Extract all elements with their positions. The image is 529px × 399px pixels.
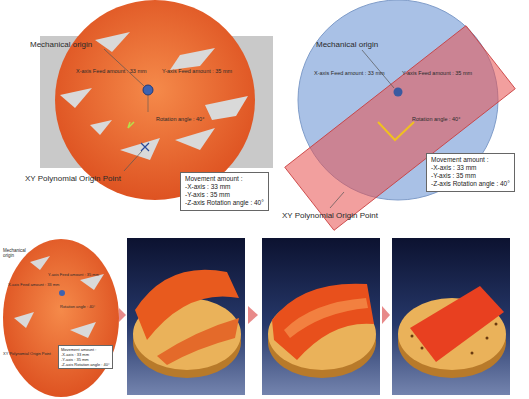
box-line: -Z-axis Rotation angle : 40° bbox=[61, 362, 110, 367]
grey-patch bbox=[90, 120, 112, 135]
red-rectangle bbox=[285, 26, 515, 231]
leader-line bbox=[104, 49, 144, 86]
annotation-label: XY Polynomial Origin Point bbox=[25, 174, 121, 183]
annotation-label: X-axis Feed amount : 33 mm bbox=[314, 70, 385, 76]
annotation-label: XY Polynomial Origin Point bbox=[3, 352, 51, 357]
movement-box: Movement amount :-X-axis : 33 mm-Y-axis … bbox=[426, 153, 515, 192]
photo-background bbox=[262, 238, 380, 395]
hole bbox=[486, 337, 489, 340]
grey-patch bbox=[175, 128, 215, 150]
box-line: -X-axis : 33 mm bbox=[185, 183, 264, 191]
hole bbox=[421, 347, 424, 350]
box-heading: Movement amount : bbox=[61, 347, 110, 352]
annotation-label: Mechanical origin bbox=[30, 40, 92, 49]
annotation-label: X-axis Feed amount : 33 mm bbox=[8, 283, 59, 288]
box-line: -Y-axis : 35 mm bbox=[431, 172, 510, 180]
step-arrow bbox=[119, 308, 126, 322]
photo-background bbox=[127, 238, 245, 395]
annotation-label: Y-axis Feed amount : 35 mm bbox=[48, 273, 99, 278]
grey-patch bbox=[205, 96, 248, 120]
hole bbox=[411, 335, 414, 338]
photo bbox=[262, 238, 380, 395]
photo-background bbox=[392, 238, 510, 395]
sheet-highlight bbox=[284, 298, 368, 338]
box-line: -X-axis : 33 mm bbox=[431, 164, 510, 172]
sheet bbox=[157, 318, 239, 365]
hole bbox=[471, 352, 474, 355]
annotation-label: Mechanical origin bbox=[3, 248, 27, 258]
box-heading: Movement amount : bbox=[185, 175, 264, 183]
leader-line bbox=[330, 192, 344, 208]
box-line: -Z-axis Rotation angle : 40° bbox=[185, 199, 264, 207]
grey-patch bbox=[170, 48, 215, 70]
photo bbox=[127, 238, 245, 395]
annotation-label: Rotation angle : 40° bbox=[156, 116, 204, 122]
axis-mark bbox=[128, 122, 134, 128]
origin-dot bbox=[143, 85, 153, 95]
grey-patch bbox=[70, 322, 96, 338]
leader-line bbox=[362, 50, 394, 88]
box-line: -Y-axis : 35 mm bbox=[185, 191, 264, 199]
leader-line bbox=[124, 151, 142, 171]
grey-patch bbox=[95, 32, 130, 52]
annotation-label: Mechanical origin bbox=[316, 40, 378, 49]
small-scan bbox=[3, 239, 119, 397]
annotation-label: Y-axis Feed amount : 35 mm bbox=[162, 68, 232, 74]
angle-bracket bbox=[378, 122, 414, 140]
workpiece-scan bbox=[40, 0, 273, 200]
grey-patch bbox=[14, 312, 34, 328]
schematic bbox=[285, 0, 515, 230]
annotation-label: Y-axis Feed amount : 35 mm bbox=[402, 70, 472, 76]
xy-origin-mark bbox=[141, 143, 149, 151]
box-line: -Z-axis Rotation angle : 40° bbox=[431, 180, 510, 188]
origin-dot bbox=[394, 88, 403, 97]
annotation-label: XY Polynomial Origin Point bbox=[282, 211, 378, 220]
annotation-label: X-axis Feed amount : 33 mm bbox=[76, 68, 147, 74]
orange-disc bbox=[55, 0, 255, 200]
step-arrow bbox=[248, 306, 258, 324]
orange-disc bbox=[3, 239, 119, 397]
sheet bbox=[410, 286, 504, 362]
grey-patch bbox=[30, 256, 50, 270]
box-line: -X-axis : 33 mm bbox=[61, 352, 110, 357]
hole bbox=[495, 323, 498, 326]
sheet bbox=[272, 284, 374, 360]
box-heading: Movement amount : bbox=[431, 156, 510, 164]
annotation-label: Rotation angle : 40° bbox=[412, 116, 460, 122]
movement-box: Movement amount :-X-axis : 33 mm-Y-axis … bbox=[180, 172, 269, 211]
grey-patch bbox=[120, 138, 160, 160]
photo bbox=[392, 238, 510, 395]
origin-dot bbox=[59, 290, 65, 296]
grey-patch bbox=[60, 88, 92, 108]
annotation-label: Rotation angle : 40° bbox=[60, 305, 95, 310]
box-line: -Y-axis : 35 mm bbox=[61, 357, 110, 362]
step-arrow bbox=[382, 306, 390, 324]
leader-line bbox=[148, 95, 149, 112]
movement-box: Movement amount :-X-axis : 33 mm-Y-axis … bbox=[58, 345, 113, 369]
